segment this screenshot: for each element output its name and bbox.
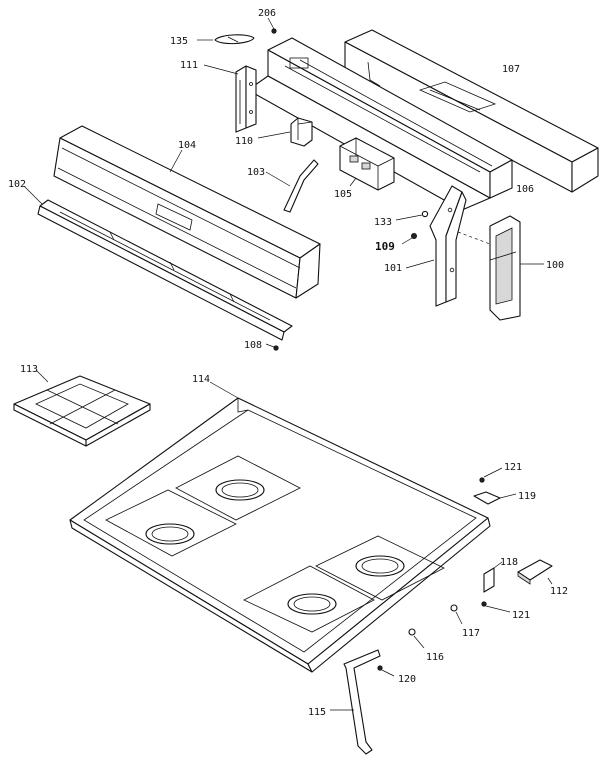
part-102-trim (23, 185, 293, 341)
callout-111: 111 (180, 60, 198, 71)
callout-106: 106 (516, 184, 534, 195)
callout-206: 206 (258, 8, 276, 19)
part-103-wire-bracket (265, 159, 319, 213)
part-206-screw (267, 17, 277, 34)
part-105-control-module (339, 137, 395, 191)
callout-119: 119 (518, 491, 536, 502)
callout-115: 115 (308, 707, 326, 718)
callout-117: 117 (462, 628, 480, 639)
callout-108: 108 (244, 340, 262, 351)
callout-112: 112 (550, 586, 568, 597)
callout-107: 107 (502, 64, 520, 75)
part-101-side-bracket (405, 185, 491, 307)
callout-118: 118 (500, 557, 518, 568)
callout-102: 102 (8, 179, 26, 190)
callout-labels: 206 135 107 111 110 104 102 103 105 106 … (8, 8, 568, 718)
callout-110: 110 (235, 136, 253, 147)
callout-109: 109 (375, 240, 395, 253)
part-108-screw (265, 343, 279, 351)
part-135-clip (197, 34, 255, 45)
callout-114: 114 (192, 374, 210, 385)
part-110-switch (257, 117, 313, 147)
part-107-rear-cover (344, 29, 599, 193)
callout-105: 105 (334, 189, 352, 200)
part-115-rod (330, 649, 381, 755)
callout-135: 135 (170, 36, 188, 47)
part-118-clip (483, 561, 503, 593)
callout-113: 113 (20, 364, 38, 375)
part-120-screw (377, 665, 395, 677)
part-106-backguard (247, 37, 513, 211)
callout-103: 103 (247, 167, 265, 178)
callout-121-top: 121 (504, 462, 522, 473)
callout-121-bottom: 121 (512, 610, 530, 621)
part-104-control-panel (53, 125, 321, 299)
part-119-bracket (473, 491, 517, 505)
callout-120: 120 (398, 674, 416, 685)
part-100-side-trim (489, 215, 544, 321)
callout-104: 104 (178, 140, 196, 151)
part-113-burner-grate (13, 369, 151, 447)
part-117-nut (450, 604, 463, 625)
callout-101: 101 (384, 263, 402, 274)
part-112-hinge (517, 559, 553, 585)
part-121-screw-top (479, 467, 503, 483)
part-116-nut (408, 628, 425, 649)
part-109-nut (401, 232, 417, 245)
part-114-cooktop (69, 381, 491, 673)
part-133-screw (395, 210, 429, 221)
callout-100: 100 (546, 260, 564, 271)
callout-116: 116 (426, 652, 444, 663)
part-111-bracket (203, 64, 257, 133)
callout-133: 133 (374, 217, 392, 228)
part-121-screw-bottom (481, 601, 511, 613)
